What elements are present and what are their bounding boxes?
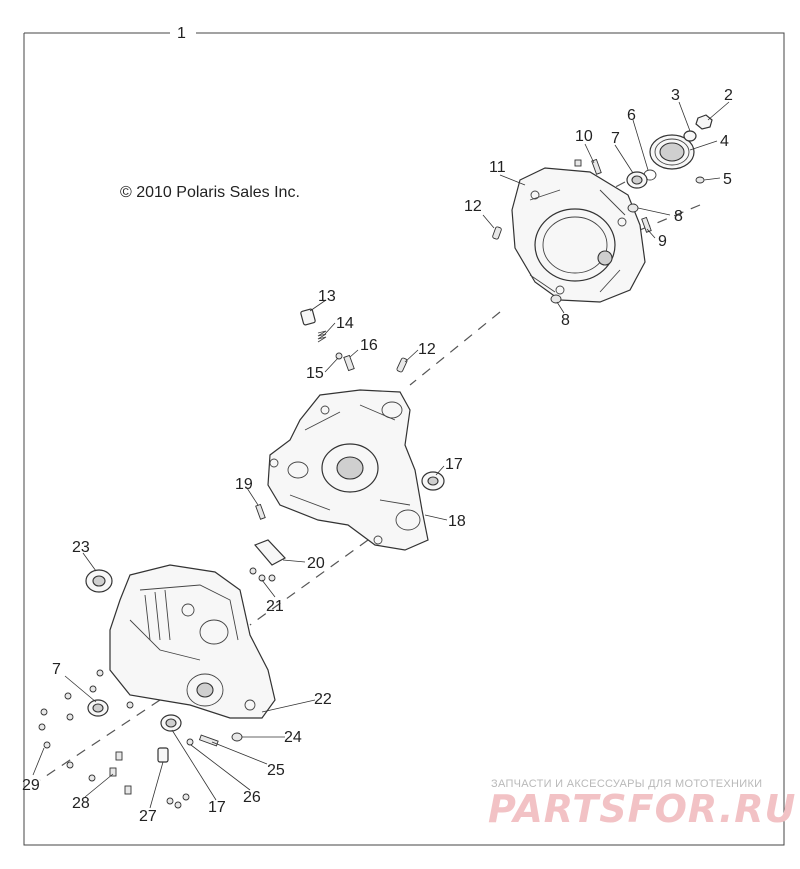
callout-17-lower: 17: [208, 799, 226, 816]
callout-23: 23: [72, 539, 90, 556]
bolts-part-21: [249, 567, 276, 582]
dowel-part-8-lower: [550, 294, 562, 304]
bolts-part-29: [38, 669, 190, 809]
seal-part-17-lower: [160, 714, 182, 732]
callout-12-middle: 12: [418, 341, 436, 358]
callout-27: 27: [139, 808, 157, 825]
fitting-part-27: [157, 747, 169, 763]
watermark-logo: PARTSFOR.RU: [488, 787, 796, 831]
callout-13: 13: [318, 288, 336, 305]
callout-14: 14: [336, 315, 354, 332]
cap-part-13: [300, 308, 316, 326]
callout-9: 9: [658, 233, 667, 250]
assembly-frame: [23, 32, 785, 846]
dowel-part-8-upper: [627, 203, 639, 213]
callout-11: 11: [489, 159, 506, 176]
copyright-notice: © 2010 Polaris Sales Inc.: [120, 184, 300, 201]
callout-21: 21: [266, 598, 284, 615]
callout-18: 18: [448, 513, 466, 530]
callout-8: 8: [674, 208, 683, 225]
callout-3: 3: [671, 87, 680, 104]
bolts-part-28: [109, 751, 132, 795]
callout-1: 1: [177, 25, 186, 42]
dowel-part-24: [231, 732, 243, 742]
callout-12-upper: 12: [464, 198, 482, 215]
callout-6: 6: [627, 107, 636, 124]
callout-22: 22: [314, 691, 332, 708]
callout-28: 28: [72, 795, 90, 812]
bolt-part-10: [574, 158, 602, 175]
callout-7-lower: 7: [52, 661, 61, 678]
seal-part-23: [85, 569, 113, 593]
chain-case-cover-part-22: [109, 564, 276, 719]
callout-5: 5: [723, 171, 732, 188]
callout-8-lower: 8: [561, 312, 570, 329]
plug-part-26: [186, 738, 194, 746]
callout-2: 2: [724, 87, 733, 104]
crankcase-part-18: [267, 389, 429, 551]
callout-labels: 2 3 4 5 6 7 8 9 10 11 12 8 13 14 15 16 1…: [22, 87, 733, 825]
bracket-part-20: [253, 539, 286, 566]
washer-part-3: [683, 130, 697, 142]
nut-part-2: [695, 114, 713, 130]
callout-29: 29: [22, 777, 40, 794]
leader-lines: [32, 101, 730, 809]
callout-15: 15: [306, 365, 324, 382]
plunger-part-16: [343, 354, 355, 372]
callout-19: 19: [235, 476, 253, 493]
bolt-part-19: [255, 503, 266, 520]
watermark: ЗАПЧАСТИ И АКСЕССУАРЫ ДЛЯ МОТОТЕХНИКИ PA…: [488, 778, 796, 831]
callout-16: 16: [360, 337, 378, 354]
callout-10: 10: [575, 128, 593, 145]
callout-26: 26: [243, 789, 261, 806]
plug-part-12-upper: [492, 226, 502, 240]
callout-25: 25: [267, 762, 285, 779]
plug-part-12-middle: [396, 357, 408, 373]
callout-24: 24: [284, 729, 302, 746]
clutch-cover-part-11: [511, 167, 646, 303]
watermark-tagline: ЗАПЧАСТИ И АКСЕССУАРЫ ДЛЯ МОТОТЕХНИКИ: [491, 778, 762, 790]
bolt-part-5: [695, 176, 705, 184]
seal-part-7-lower: [87, 699, 109, 717]
callout-20: 20: [307, 555, 325, 572]
seal-part-17-upper: [421, 471, 445, 491]
spring-part-14: [317, 330, 327, 343]
pin-part-25: [198, 734, 219, 747]
cover-seal-part-4: [649, 134, 695, 170]
callout-4: 4: [720, 133, 729, 150]
bolt-part-9: [641, 216, 652, 233]
ball-part-15: [335, 352, 343, 360]
callout-7: 7: [611, 130, 620, 147]
seal-part-7: [626, 171, 648, 189]
callout-17-upper: 17: [445, 456, 463, 473]
